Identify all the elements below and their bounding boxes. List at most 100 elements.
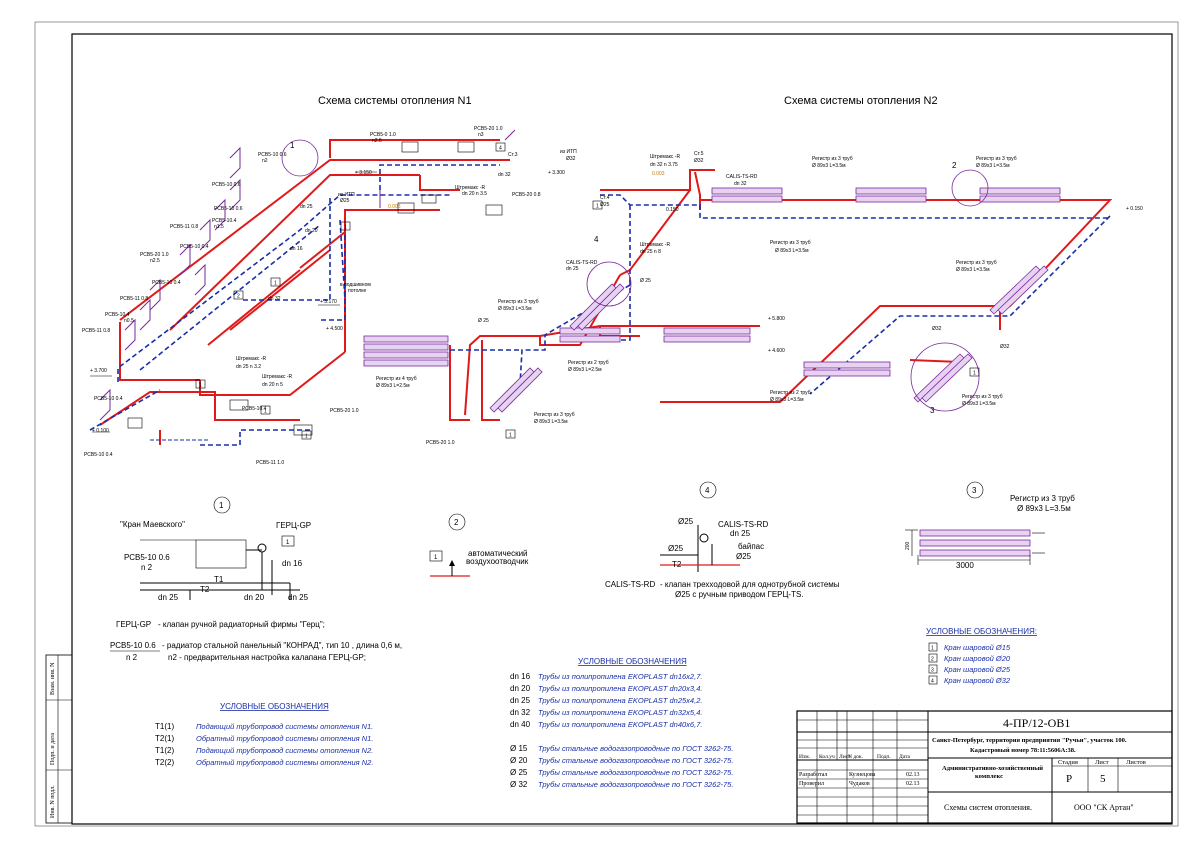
legend-left-value: Подающий трубопровод системы отопления N… [196, 722, 373, 731]
n1-label: РСВ5-0 1.0 [370, 132, 396, 138]
svg-text:2: 2 [237, 294, 240, 300]
n1-label: n3 [478, 132, 484, 138]
n2-label: + 5.800 [768, 316, 785, 322]
n1-label: + 3.150 [355, 170, 372, 176]
legend-left-key: T2(2) [155, 758, 174, 767]
n1-label: n2.5 [150, 258, 160, 264]
legend-gerts-desc: - клапан ручной радиаторный фирмы "Герц"… [158, 620, 325, 629]
legend-mid-value: Трубы стальные водогазопроводные по ГОСТ… [538, 768, 733, 777]
legend-mid-key: Ø 32 [510, 780, 528, 789]
n2-label: Регистр из 3 труб [812, 156, 853, 162]
register-group-n2 [363, 187, 1061, 413]
svg-text:4: 4 [594, 235, 599, 244]
detail-4-d25b: Ø25 [668, 544, 684, 553]
stamp-stage-header: Стадия [1058, 759, 1078, 766]
n2-label: Ø 89x3 L=3.5м [775, 248, 809, 254]
legend-right-value: Кран шаровой Ø15 [944, 643, 1011, 652]
legend-mid-key: dn 32 [510, 708, 531, 717]
detail-4-number: 4 [705, 486, 710, 495]
n2-label: Ø 89x3 L=3.5м [812, 163, 846, 169]
n1-label: РСВ5-11 0.8 [82, 328, 110, 334]
n2-label: Ст.4 [600, 195, 610, 201]
detail-1-radiator: РСВ5-10 0.6 [124, 553, 170, 562]
n2-label: Ø 89x3 L=3.5м [976, 163, 1010, 169]
legend-right-box [928, 642, 938, 652]
n2-label: Регистр из 3 труб [498, 299, 539, 305]
n1-label: РСВ5-11 0.8 [120, 296, 148, 302]
legend-left-heading: УСЛОВНЫЕ ОБОЗНАЧЕНИЯ [220, 702, 329, 711]
n2-label: Штремакс -R [640, 242, 670, 248]
n1-label: Штремакс -R [236, 356, 266, 362]
detail-3: 3 Регистр из 3 труб Ø 89x3 L=3.5м 3000 2… [905, 481, 1075, 570]
outer-frame [34, 21, 1179, 827]
svg-text:1: 1 [199, 383, 202, 389]
n2-label: Ø 89x3 L=3.5м [770, 397, 804, 403]
n2-label: Ø32 [694, 158, 704, 164]
detail-4-dn25: dn 25 [730, 529, 751, 538]
n2-label: Регистр из 3 труб [962, 394, 1003, 400]
stamp-address-2: Кадастровый номер 78:11:5606А:38. [970, 747, 1076, 754]
detail-2-box: 1 [434, 555, 438, 561]
n2-label: Ø25 [600, 202, 610, 208]
detail-2-text-1: автоматический [468, 549, 528, 558]
legend-left-key: T1(2) [155, 746, 174, 755]
legend-mid-value: Трубы стальные водогазопроводные по ГОСТ… [538, 744, 733, 753]
legend-right-value: Кран шаровой Ø25 [944, 665, 1011, 674]
detail-1-t2: T2 [200, 585, 210, 594]
legend-right-heading: УСЛОВНЫЕ ОБОЗНАЧЕНИЯ: [926, 627, 1037, 636]
n2-label: Ø 25 [640, 278, 651, 284]
legend-mid-key: Ø 15 [510, 744, 528, 753]
n1-label: + 0.100 [92, 428, 109, 434]
svg-text:1: 1 [344, 225, 347, 231]
n1-label: РСВ5-10.4 [212, 218, 237, 224]
legend-right-value: Кран шаровой Ø20 [944, 654, 1011, 663]
n2-label: dn 25 [566, 266, 579, 272]
legend-mid-value: Трубы стальные водогазопроводные по ГОСТ… [538, 780, 733, 789]
detail-1-dn25b: dn 25 [288, 593, 309, 602]
detail-3-title-1: Регистр из 3 труб [1010, 494, 1075, 503]
n1-label: РСВ5-10 0.4 [180, 244, 209, 250]
n1-label: dn 32 [268, 296, 281, 302]
n2-label: Штремакс -R [650, 154, 680, 160]
legend-mid-value: Трубы из полипропилена EKOPLAST dn20x3,4… [538, 684, 702, 693]
detail-1-gerts: ГЕРЦ-GP [276, 521, 311, 530]
n2-label: Ø 89x3 L=3.5м [956, 267, 990, 273]
n1-label: РСВ5-11 1.0 [256, 460, 284, 466]
n2-label: Регистр из 3 труб [956, 260, 997, 266]
side-stamp-label-3: Взам. инв. N [50, 662, 56, 695]
detail-3-dim-height: 200 [905, 541, 911, 550]
legend-right-box [928, 653, 938, 663]
n1-label: n2.5 [372, 138, 382, 144]
detail-4-t2: T2 [672, 560, 682, 569]
legend-mid-value: Трубы из полипропилена EKOPLAST dn16x2,7… [538, 672, 702, 681]
side-stamp-label-2: Подп. и дата [50, 733, 56, 765]
n2-label: Ø32 [932, 326, 942, 332]
n1-label: dn 25 n 3.2 [236, 364, 261, 370]
n2-label: CALIS-TS-RD [726, 174, 758, 180]
stamp-col-header: Подп. [877, 754, 891, 760]
legend-mid-key: dn 25 [510, 696, 531, 705]
n1-label: РСВ5-11 0.8 [170, 224, 198, 230]
n1-label: dn 16 [290, 246, 303, 252]
legend-mid-value: Трубы из полипропилена EKOPLAST dn32x5,4… [538, 708, 702, 717]
side-stamp: Инв. N подл. Подп. и дата Взам. инв. N [45, 654, 73, 824]
detail-1: 1 1 "Кран Маевского" ГЕРЦ-GP РСВ5-10 0.6… [120, 496, 311, 602]
detail-3-title-2: Ø 89x3 L=3.5м [1017, 504, 1071, 513]
svg-text:3: 3 [930, 406, 935, 415]
legend-rad-n: n 2 [126, 653, 138, 662]
title-system-n2: Схема системы отопления N2 [784, 95, 938, 107]
title-block: 4-ПР/12-ОВ1 Санкт-Петербург, территория … [796, 710, 1173, 824]
stamp-company: ООО "СК Артан" [1074, 803, 1134, 812]
detail-4-desc-1: - клапан трехходовой для однотрубной сис… [660, 580, 840, 589]
detail-3-number: 3 [972, 486, 977, 495]
n2-label: РСВ5-20 1.0 [426, 440, 455, 446]
n2-label: CALIS-TS-RD [566, 260, 598, 266]
legend-right-key: 1 [931, 646, 934, 652]
detail-4-desc-2: Ø25 с ручным приводом ГЕРЦ-TS. [675, 590, 804, 599]
legend-mid-key: dn 40 [510, 720, 531, 729]
n1-label: РСВ5-10.4 [242, 406, 267, 412]
legend-mid-key: dn 16 [510, 672, 531, 681]
stamp-col-header: Лист [839, 754, 851, 760]
